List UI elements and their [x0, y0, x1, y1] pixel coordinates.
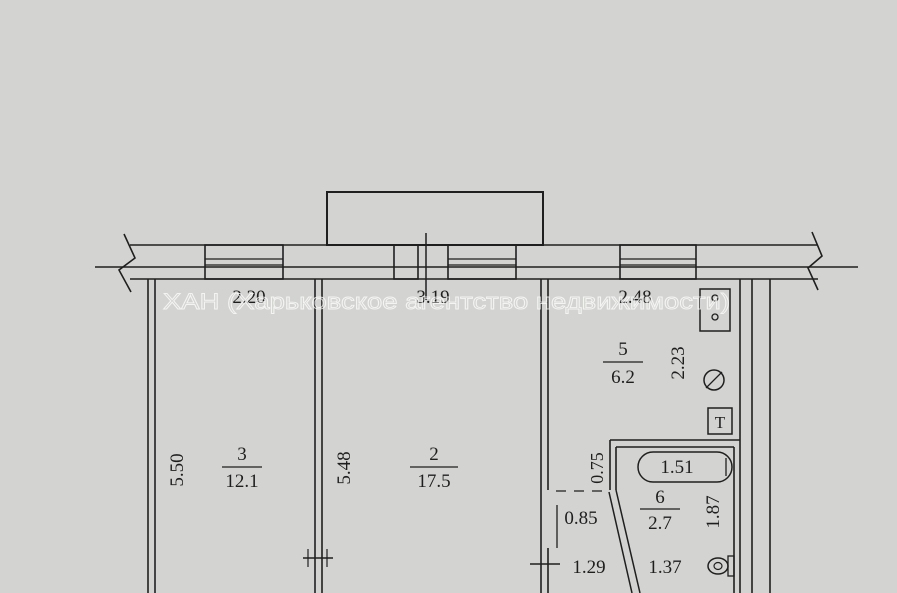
t-box	[707, 407, 733, 435]
dim-top-room2: 3.19	[416, 287, 449, 308]
toilet-letter: Т	[715, 413, 726, 432]
room5-area: 6.2	[611, 367, 635, 388]
toilet-icon	[707, 555, 735, 577]
wall-break-right	[807, 231, 823, 291]
bathroom-walls	[608, 439, 740, 593]
room2-area: 17.5	[417, 471, 450, 492]
dim-top-room5: 2.48	[618, 287, 651, 308]
dim-side-room2: 5.48	[334, 451, 355, 484]
window	[447, 244, 517, 280]
stove-icon	[699, 288, 731, 332]
dim-bottom-room6: 1.37	[648, 557, 681, 578]
agency-watermark: ХАН (Харьковское агентство недвижимости)	[163, 289, 730, 314]
wall-right	[739, 279, 771, 593]
dim-notch-vertical: 0.75	[587, 452, 607, 484]
wall-room3-room2	[314, 279, 323, 593]
room3-number: 3	[237, 444, 247, 465]
window	[619, 244, 697, 280]
dim-notch-horizontal: 0.85	[564, 508, 597, 529]
door-mark	[303, 549, 333, 567]
exterior-wall	[95, 231, 858, 293]
dim-bottom-corridor: 1.29	[572, 557, 605, 578]
wall-break-left	[117, 233, 136, 293]
room2-number: 2	[429, 444, 439, 465]
room3-area: 12.1	[225, 471, 258, 492]
window	[204, 244, 284, 280]
dim-bathtub: 1.51	[660, 457, 693, 478]
wall-left	[147, 279, 156, 593]
bathtub-icon	[637, 451, 733, 483]
dim-side-room5: 2.23	[668, 346, 689, 379]
dim-side-room6: 1.87	[703, 495, 724, 528]
sink-icon	[703, 369, 725, 391]
balcony-outline	[326, 191, 544, 246]
window	[393, 244, 419, 280]
dim-top-room3: 2.20	[232, 287, 265, 308]
dim-side-room3: 5.50	[167, 453, 188, 486]
room6-area: 2.7	[648, 513, 672, 534]
room5-number: 5	[618, 339, 628, 360]
wall-room2-room5	[540, 279, 549, 593]
room6-number: 6	[655, 487, 665, 508]
